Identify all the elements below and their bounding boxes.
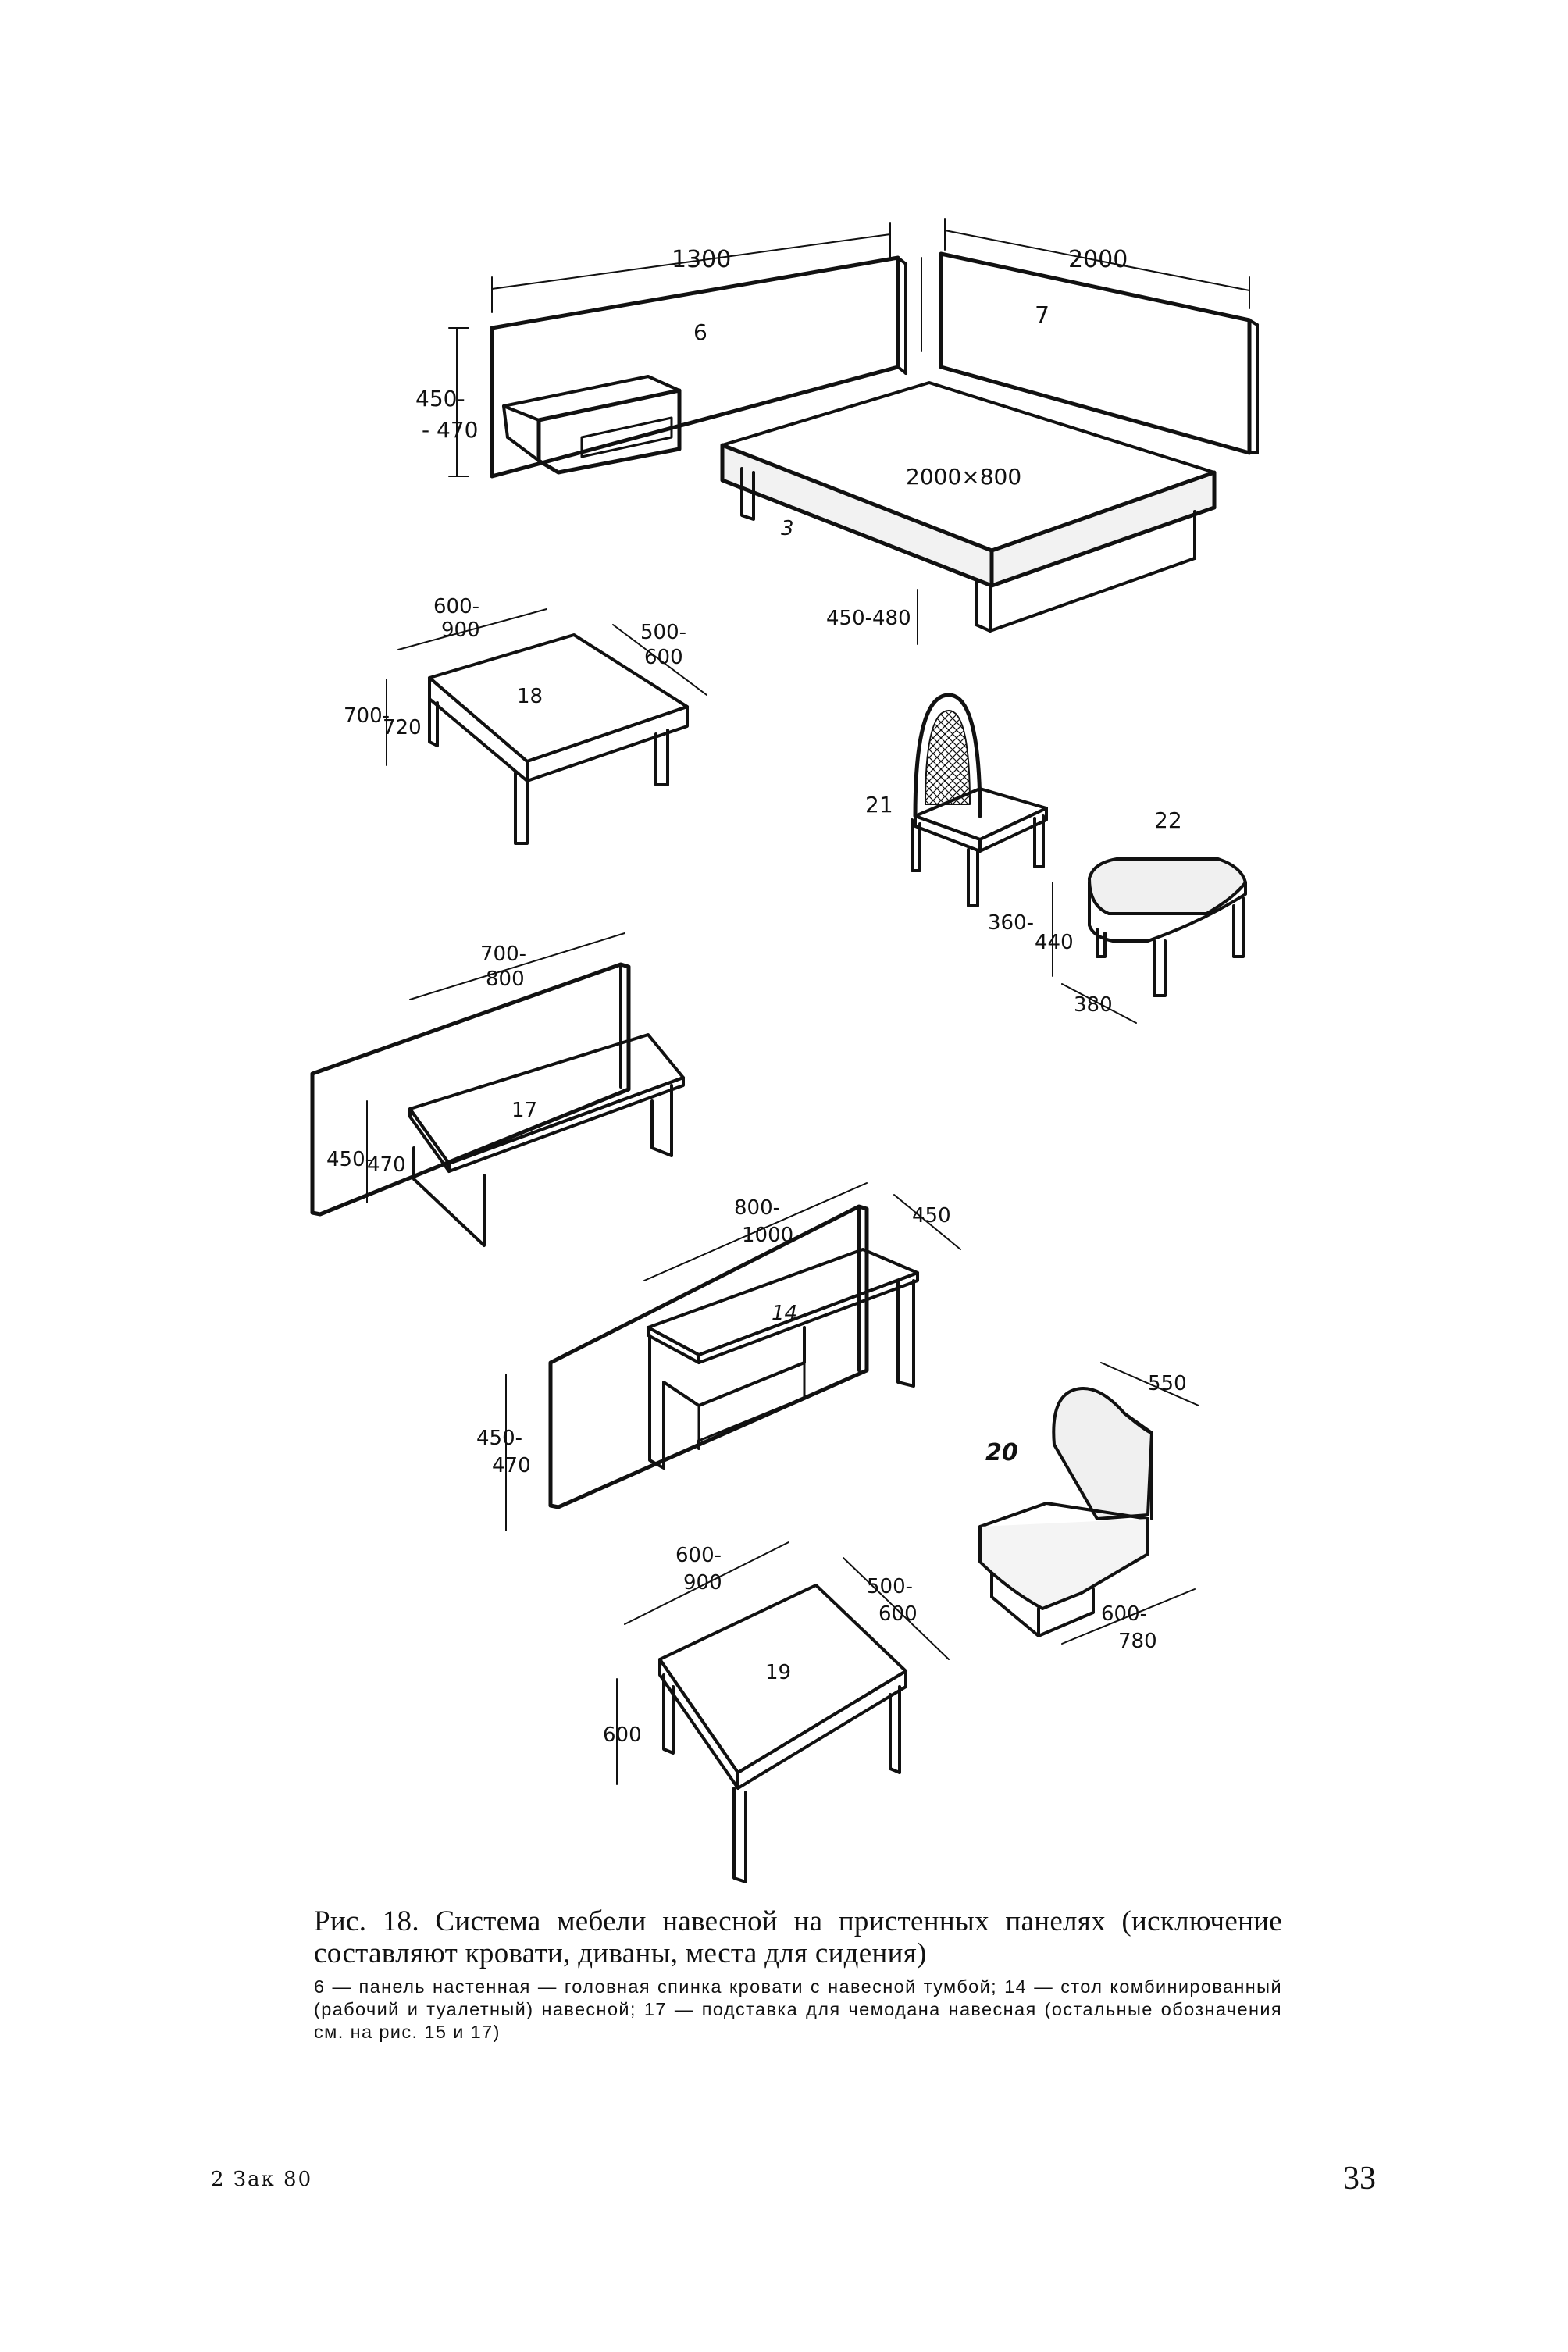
dim-label: 450- bbox=[326, 1148, 372, 1171]
figure-caption-notes: 6 — панель настенная — головная спинка к… bbox=[314, 1976, 1282, 2042]
dim-label: 450- bbox=[476, 1427, 522, 1450]
dim-label: 600- bbox=[1101, 1602, 1147, 1626]
item-6-wall-panel: 1300 6 450- - 470 bbox=[415, 222, 907, 479]
dim-label: 380 bbox=[1074, 993, 1113, 1017]
item-22-stool: 22 360- 440 380 bbox=[988, 807, 1247, 1024]
dim-label: 600 bbox=[878, 1602, 918, 1626]
dim-label: 450-480 bbox=[826, 607, 911, 630]
dim-label: 550 bbox=[1148, 1372, 1187, 1395]
item-7-wall-panel: 2000 7 bbox=[921, 218, 1259, 455]
figure-caption-title: Рис. 18. Система мебели навесной на прис… bbox=[314, 1905, 1282, 1969]
item-number-label: 21 bbox=[865, 792, 893, 818]
item-21-chair: 21 bbox=[865, 693, 1048, 907]
dim-label: 2000×800 bbox=[906, 464, 1021, 490]
dim-label: 900 bbox=[683, 1571, 722, 1595]
dim-label: 720 bbox=[383, 716, 422, 739]
dim-label: 450- bbox=[415, 386, 465, 412]
dim-label: 900 bbox=[441, 618, 480, 642]
dim-label: 470 bbox=[367, 1153, 406, 1177]
dim-label: 800- bbox=[734, 1196, 780, 1220]
item-number-label: 3 bbox=[781, 517, 794, 540]
dim-label: 440 bbox=[1035, 931, 1074, 954]
dim-label: 1000 bbox=[742, 1224, 793, 1247]
item-number-label: 19 bbox=[765, 1661, 791, 1684]
dim-label: 780 bbox=[1118, 1630, 1157, 1653]
item-19-table: 600- 900 500- 600 600 19 bbox=[603, 1541, 950, 1883]
page-number: 33 bbox=[1343, 2161, 1376, 2197]
dim-label: - 470 bbox=[422, 417, 478, 443]
dim-label: 800 bbox=[486, 968, 525, 991]
item-number-label: 17 bbox=[511, 1099, 537, 1122]
dim-label: 2000 bbox=[1068, 246, 1128, 273]
dim-label: 700- bbox=[344, 704, 390, 728]
dim-label: 470 bbox=[492, 1454, 531, 1477]
item-number-label: 22 bbox=[1154, 807, 1182, 833]
dim-label: 600- bbox=[433, 595, 479, 618]
item-number-label: 18 bbox=[517, 685, 543, 708]
dim-label: 600- bbox=[675, 1544, 722, 1567]
footer-signature: 2 Зак 80 bbox=[211, 2168, 313, 2191]
item-17-luggage-rack: 700- 800 450- 470 17 bbox=[310, 932, 685, 1247]
dim-label: 500- bbox=[867, 1575, 913, 1598]
item-20-armchair: 20 550 600- 780 bbox=[978, 1362, 1199, 1653]
dim-label: 600 bbox=[644, 646, 683, 669]
dim-label: 500- bbox=[640, 621, 686, 644]
dim-label: 450 bbox=[912, 1204, 951, 1228]
item-number-label: 6 bbox=[693, 319, 707, 345]
item-number-label: 20 bbox=[985, 1439, 1018, 1466]
item-number-label: 7 bbox=[1035, 302, 1049, 330]
dim-label: 700- bbox=[480, 943, 526, 966]
item-18-table: 600- 900 500- 600 700- 720 18 bbox=[344, 595, 707, 845]
dim-label: 360- bbox=[988, 911, 1034, 935]
item-14-desk: 800- 1000 450 450- 470 14 bbox=[476, 1182, 961, 1531]
furniture-figure: 1300 6 450- - 470 2000 7 2000×800 3 450-… bbox=[310, 218, 1259, 1883]
item-3-bed: 2000×800 3 450-480 bbox=[720, 381, 1217, 645]
item-number-label: 14 bbox=[772, 1302, 797, 1325]
dim-label: 1300 bbox=[672, 246, 731, 273]
dim-label: 600 bbox=[603, 1723, 642, 1747]
